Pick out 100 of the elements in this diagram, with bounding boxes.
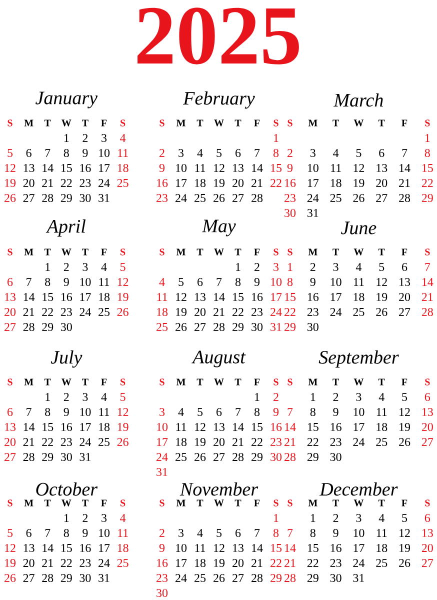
day-number: 2 [82, 134, 88, 142]
day-number: 5 [198, 408, 203, 416]
day-number: 26 [194, 452, 206, 462]
day-number: 22 [422, 179, 433, 187]
month-name: September [318, 350, 399, 368]
day-number: 20 [23, 178, 34, 188]
weekday-header: T [378, 500, 385, 506]
day-number: 27 [4, 323, 16, 331]
day-number: 16 [330, 422, 342, 432]
day-number: 28 [284, 452, 296, 462]
day-number: 26 [399, 558, 410, 568]
day-number: 10 [330, 278, 342, 286]
weekday-header: M [308, 378, 318, 386]
day-number: 20 [399, 292, 410, 302]
day-number: 6 [379, 148, 384, 158]
day-number: 10 [80, 408, 91, 416]
day-number: 8 [287, 278, 293, 286]
day-number: 1 [310, 514, 316, 522]
day-number: 16 [308, 292, 319, 302]
weekday-header: S [160, 500, 164, 506]
day-number: 20 [232, 178, 244, 188]
day-number: 24 [330, 308, 342, 316]
day-number: 16 [61, 292, 72, 302]
day-number: 4 [378, 393, 384, 401]
day-number: 15 [308, 544, 318, 552]
day-number: 22 [307, 559, 318, 567]
weekday-header: W [354, 120, 364, 126]
day-number: 26 [376, 308, 388, 316]
month-name: June [341, 222, 376, 234]
day-number: 2 [254, 263, 260, 271]
day-number: 18 [157, 308, 168, 316]
day-number: 16 [285, 178, 296, 188]
day-number: 5 [120, 393, 126, 401]
day-number: 5 [379, 263, 384, 271]
day-number: 6 [8, 408, 13, 416]
day-number: 8 [310, 528, 316, 538]
day-number: 13 [214, 422, 225, 432]
day-number: 6 [236, 528, 241, 538]
day-number: 11 [157, 293, 168, 301]
weekday-header: W [354, 500, 364, 506]
weekday-header: F [402, 378, 408, 386]
day-number: 3 [102, 514, 107, 522]
month-name: February [183, 91, 255, 109]
weekday-header: W [214, 248, 224, 256]
day-number: 25 [117, 178, 128, 188]
day-number: 21 [284, 438, 296, 446]
weekday-header: F [402, 500, 408, 506]
weekday-header: T [332, 248, 339, 256]
day-number: 29 [422, 194, 433, 202]
weekday-header: S [425, 500, 430, 506]
day-number: 25 [376, 438, 388, 446]
day-number: 19 [5, 178, 16, 188]
day-number: 9 [82, 148, 88, 158]
day-number: 25 [98, 438, 110, 446]
day-number: 1 [310, 393, 316, 401]
day-number: 9 [64, 408, 69, 416]
day-number: 13 [24, 164, 34, 172]
day-number: 9 [333, 528, 338, 538]
day-number: 21 [399, 179, 410, 187]
day-number: 12 [400, 408, 410, 416]
day-number: 17 [80, 423, 91, 431]
day-number: 28 [42, 194, 54, 202]
weekday-header: S [425, 248, 430, 256]
day-number: 24 [270, 308, 282, 316]
day-number: 30 [330, 452, 342, 462]
day-number: 6 [424, 392, 430, 402]
day-number: 2 [333, 393, 338, 401]
weekday-header: T [82, 378, 88, 386]
day-number: 29 [270, 574, 282, 582]
weekday-header: T [234, 378, 242, 386]
weekday-header: T [44, 248, 51, 256]
day-number: 18 [354, 292, 364, 302]
day-number: 1 [288, 263, 292, 271]
weekday-header: F [402, 248, 408, 256]
weekday-header: S [274, 248, 278, 256]
day-number: 29 [307, 452, 318, 462]
day-number: 15 [42, 423, 54, 432]
day-number: 5 [8, 149, 13, 157]
day-number: 10 [308, 164, 318, 172]
day-number: 1 [46, 393, 50, 401]
day-number: 19 [376, 292, 388, 302]
day-number: 10 [157, 422, 168, 432]
day-number: 20 [232, 558, 244, 568]
day-number: 22 [284, 308, 296, 316]
day-number: 12 [214, 164, 224, 172]
day-number: 31 [353, 574, 364, 582]
weekday-header: W [214, 378, 224, 386]
day-number: 3 [82, 392, 88, 402]
day-number: 23 [330, 438, 342, 446]
day-number: 18 [99, 292, 110, 302]
day-number: 21 [42, 559, 53, 567]
day-number: 20 [4, 438, 16, 446]
day-number: 1 [274, 134, 278, 142]
day-number: 27 [422, 559, 434, 567]
weekday-header: W [214, 500, 224, 506]
day-number: 7 [288, 408, 293, 416]
weekday-header: T [378, 378, 385, 386]
weekday-header: W [62, 378, 72, 386]
day-number: 13 [5, 422, 16, 432]
day-number: 22 [42, 438, 53, 446]
